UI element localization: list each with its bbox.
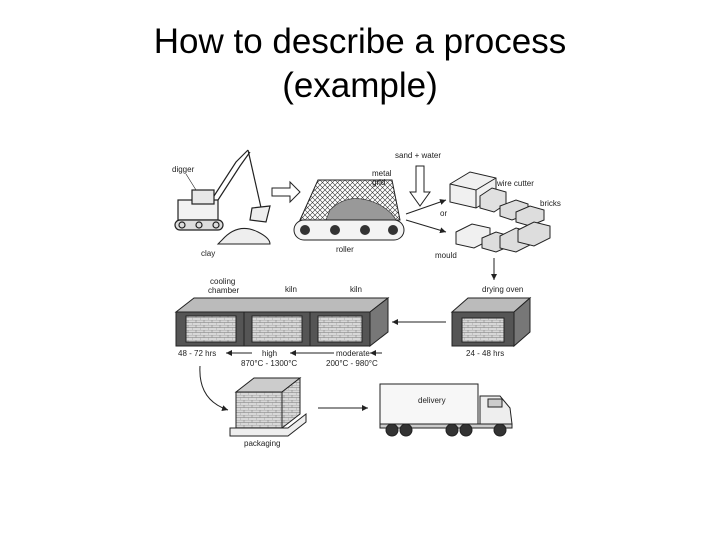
label-packaging: packaging [244,439,280,448]
cooling-chamber-bricks-icon [186,316,236,342]
arrow-to-grid-icon [272,182,300,202]
label-high-2: 870°C - 1300°C [241,359,297,368]
label-cooling-2: chamber [208,286,239,295]
roller-conveyor-icon [294,220,404,240]
label-wire-cutter: wire cutter [496,179,534,188]
label-delivery: delivery [418,396,446,405]
label-sand-water: sand + water [395,151,441,160]
label-cooling-time: 48 - 72 hrs [178,349,216,358]
label-high-1: high [262,349,277,358]
delivery-truck-icon [380,384,512,436]
kiln-high-bricks-icon [252,316,302,342]
label-metal-grid-1: metal [372,169,392,178]
label-moderate-2: 200°C - 980°C [326,359,378,368]
label-roller: roller [336,245,354,254]
mould-icon [456,222,550,252]
label-digger: digger [172,165,195,174]
arrow-to-mould-icon [406,220,446,232]
arrow-cooling-to-packaging-icon [200,366,228,410]
label-kiln-2: kiln [350,285,362,294]
kiln-tunnel-icon [176,298,388,346]
label-bricks: bricks [540,199,561,208]
label-clay: clay [201,249,215,258]
label-drying-time: 24 - 48 hrs [466,349,504,358]
label-drying-oven: drying oven [482,285,523,294]
kiln-moderate-bricks-icon [318,316,362,342]
packaging-pallet-icon [230,378,306,436]
label-cooling-1: cooling [210,277,235,286]
label-metal-grid-2: grid [372,178,385,187]
label-kiln-1: kiln [285,285,297,294]
label-moderate-1: moderate [336,349,370,358]
label-mould: mould [435,251,457,260]
drying-oven-icon [452,298,530,346]
digger-icon [175,150,270,230]
clay-pile-icon [218,228,270,244]
label-or: or [440,209,447,218]
sand-water-arrow-icon [410,166,430,206]
